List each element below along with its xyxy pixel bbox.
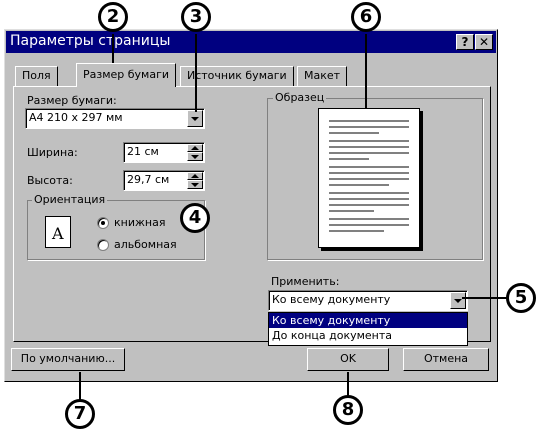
- callout-8-badge: 8: [333, 395, 363, 425]
- callout-2-line: [112, 34, 114, 64]
- width-input[interactable]: 21 см: [123, 142, 205, 163]
- height-value: 29,7 см: [127, 173, 170, 186]
- callout-7-line: [79, 372, 81, 400]
- list-item[interactable]: Ко всему документу: [269, 313, 467, 328]
- width-value: 21 см: [127, 145, 159, 158]
- page-portrait-icon: A: [45, 216, 71, 248]
- callout-3-badge: 3: [181, 2, 211, 32]
- apply-to-list[interactable]: Ко всему документу До конца документа: [268, 312, 468, 346]
- list-item[interactable]: До конца документа: [272, 329, 393, 342]
- orientation-title: Ориентация: [32, 193, 108, 206]
- callout-8-line: [347, 372, 349, 396]
- tab-panel: [13, 86, 491, 342]
- height-spin-down[interactable]: [187, 180, 203, 189]
- help-button[interactable]: ?: [456, 34, 474, 50]
- paper-size-label: Размер бумаги:: [27, 94, 117, 107]
- tab-paper-source[interactable]: Источник бумаги: [180, 66, 294, 86]
- page-setup-dialog: Параметры страницы ? ✕ Поля Размер бумаг…: [4, 29, 498, 382]
- callout-5-line: [462, 297, 510, 299]
- apply-to-value: Ко всему документу: [272, 293, 391, 306]
- arrow-down-icon: [191, 155, 199, 159]
- default-button[interactable]: По умолчанию...: [11, 348, 125, 371]
- paper-size-dropdown-button[interactable]: [187, 110, 203, 127]
- preview-group: [267, 98, 483, 260]
- callout-3-line: [195, 34, 197, 112]
- orientation-group: [27, 200, 205, 260]
- callout-6-line: [365, 34, 367, 109]
- preview-title: Образец: [273, 91, 327, 104]
- callout-7-badge: 7: [65, 399, 95, 429]
- portrait-letter: A: [52, 224, 64, 243]
- callout-5-badge: 5: [506, 283, 536, 313]
- landscape-label[interactable]: альбомная: [114, 238, 177, 251]
- height-spin-up[interactable]: [187, 172, 203, 180]
- width-spin-up[interactable]: [187, 144, 203, 152]
- paper-size-value: A4 210 x 297 мм: [29, 111, 123, 124]
- chevron-down-icon: [191, 117, 199, 121]
- arrow-up-icon: [191, 146, 199, 150]
- title-bar: Параметры страницы ? ✕: [6, 31, 496, 53]
- apply-to-select[interactable]: Ко всему документу: [268, 290, 468, 311]
- width-label: Ширина:: [27, 146, 78, 159]
- callout-2-badge: 2: [98, 2, 128, 32]
- tab-margins[interactable]: Поля: [15, 66, 58, 86]
- height-label: Высота:: [27, 174, 73, 187]
- tab-layout[interactable]: Макет: [297, 66, 348, 86]
- close-button[interactable]: ✕: [475, 34, 493, 50]
- apply-to-label: Применить:: [271, 275, 340, 288]
- landscape-radio[interactable]: [97, 239, 109, 251]
- height-input[interactable]: 29,7 см: [123, 170, 205, 191]
- width-spin-down[interactable]: [187, 152, 203, 161]
- preview-text-lines: [329, 120, 409, 232]
- portrait-label[interactable]: книжная: [114, 216, 166, 229]
- tab-paper-size[interactable]: Размер бумаги: [76, 63, 177, 87]
- paper-size-select[interactable]: A4 210 x 297 мм: [25, 108, 205, 129]
- chevron-down-icon: [454, 299, 462, 303]
- apply-to-dropdown-button[interactable]: [450, 292, 466, 309]
- radio-dot-icon: [101, 221, 105, 225]
- arrow-up-icon: [191, 174, 199, 178]
- window-title: Параметры страницы: [10, 33, 171, 49]
- callout-6-badge: 6: [351, 2, 381, 32]
- callout-4-badge: 4: [180, 203, 210, 233]
- portrait-radio[interactable]: [97, 217, 109, 229]
- preview-page: [318, 108, 420, 248]
- arrow-down-icon: [191, 183, 199, 187]
- cancel-button[interactable]: Отмена: [403, 348, 489, 371]
- ok-button[interactable]: OK: [307, 348, 389, 371]
